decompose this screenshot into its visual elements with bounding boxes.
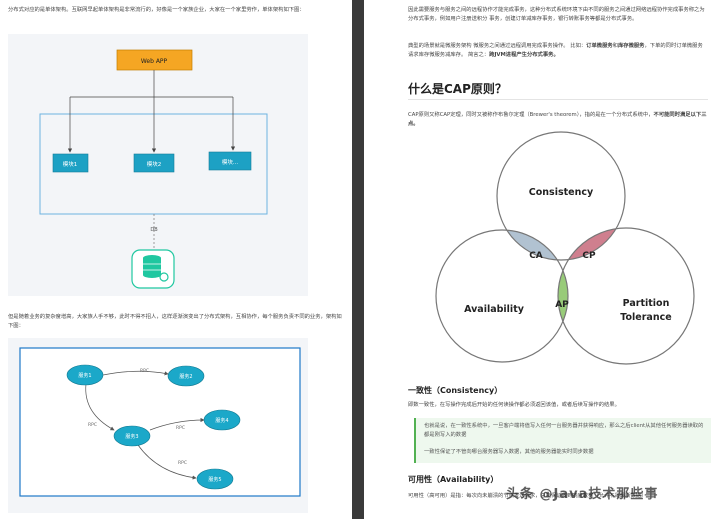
- rpc-label-1: RPC: [140, 368, 149, 374]
- rpc-label-2: RPC: [88, 422, 97, 428]
- left-paragraph-2: 但是随着业务的复杂度增高，大家族人手不够，此时不得不招人，这样逐渐演变出了分布式…: [8, 314, 342, 329]
- heading-divider: [408, 99, 708, 100]
- availability-circle: [435, 229, 569, 363]
- services-boundary-box: [19, 347, 301, 497]
- database-icon: [131, 249, 175, 289]
- module-1-box: [52, 153, 89, 173]
- consistency-note: 也就是说，在一致性系统中，一旦客户端将值写入任何一台服务器并获得响应，那么之后c…: [414, 418, 711, 463]
- right-paragraph-1: 因此需要服务与服务之间的远程协作才能完成事务，这种分布式系统环境下由不同的服务之…: [408, 7, 705, 22]
- service-4-node: [203, 409, 241, 431]
- ca-label: CA: [529, 251, 543, 261]
- partition-label-1: Partition: [623, 298, 670, 309]
- module-3-label: 模块...: [222, 158, 238, 166]
- consistency-note-line-2: 一致性保证了不管向哪台服务器写入数据，其他的服务器能实时同步数据: [424, 449, 594, 455]
- cap-venn-diagram: Consistency Availability Partition Toler…: [435, 131, 695, 365]
- ap-region: [558, 230, 568, 362]
- service-2-label: 服务2: [179, 373, 192, 380]
- cp-label: CP: [582, 251, 596, 261]
- monolith-diagram-panel: Web APP 模块1 模块2 模块... DB: [8, 34, 308, 296]
- rpc-label-4: RPC: [178, 460, 187, 466]
- consistency-heading: 一致性（Consistency）: [408, 386, 503, 395]
- ca-region: [497, 230, 568, 260]
- db-label: DB: [150, 227, 158, 233]
- right-page: 因此需要服务与服务之间的远程协作才能完成事务，这种分布式系统环境下由不同的服务之…: [364, 0, 720, 519]
- availability-label: Availability: [464, 304, 525, 315]
- web-app-box: [116, 49, 193, 71]
- service-5-label: 服务5: [208, 476, 221, 483]
- availability-paragraph: 可用性（高可用）是指：每次向未崩溃的节点发送请求，总能保证收到响应数据（允许不是…: [408, 493, 647, 499]
- service-1-node: [66, 364, 104, 386]
- partition-circle: [557, 227, 695, 365]
- left-page: 分布式对应的是单体架构。互联网早起单体架构是非常流行的，好像是一个家族企业，大家…: [0, 0, 352, 519]
- module-2-box: [133, 153, 175, 173]
- cap-heading: 什么是CAP原则？: [408, 82, 507, 96]
- right-paragraph-2: 典型的场景就是微服务架构 微服务之间通过远程调用完成事务操作。 比如：订单微服务…: [408, 43, 703, 58]
- app-boundary-box: [39, 113, 268, 215]
- consistency-label: Consistency: [529, 187, 594, 198]
- service-3-node: [113, 425, 151, 447]
- web-app-label: Web APP: [141, 58, 168, 65]
- monolith-diagram: Web APP 模块1 模块2 模块... DB: [39, 49, 268, 289]
- module-1-label: 模块1: [63, 160, 78, 168]
- rpc-label-3: RPC: [176, 425, 185, 431]
- service-3-label: 服务3: [125, 433, 138, 440]
- cp-region: [558, 228, 625, 260]
- module-3-box: [208, 151, 252, 171]
- service-4-label: 服务4: [215, 417, 228, 424]
- distributed-diagram-panel: RPC RPC RPC RPC 服务1 服务2 服务3 服务4 服务5: [8, 338, 308, 513]
- availability-heading: 可用性（Availability）: [408, 475, 499, 484]
- service-5-node: [196, 468, 234, 490]
- module-2-label: 模块2: [147, 160, 162, 168]
- service-1-label: 服务1: [78, 372, 91, 379]
- watermark: 头条 @Java技术那些事: [506, 487, 659, 502]
- service-2-node: [167, 365, 205, 387]
- left-paragraph-1: 分布式对应的是单体架构。互联网早起单体架构是非常流行的，好像是一个家族企业，大家…: [8, 7, 305, 13]
- ap-label: AP: [555, 300, 569, 310]
- partition-label-2: Tolerance: [620, 312, 671, 323]
- consistency-circle: [496, 131, 626, 261]
- distributed-diagram: RPC RPC RPC RPC 服务1 服务2 服务3 服务4 服务5: [19, 347, 301, 497]
- consistency-paragraph: 即数一致性，在写操作完成后开始的任何读操作都必须返回该值，或者后续写操作的结果。: [408, 402, 620, 408]
- cap-intro-paragraph: CAP原则又称CAP定理，同时又被称作布鲁尔定理（Brewer's theore…: [408, 112, 707, 127]
- consistency-note-line-1: 也就是说，在一致性系统中，一旦客户端将值写入任何一台服务器并获得响应，那么之后c…: [424, 423, 704, 438]
